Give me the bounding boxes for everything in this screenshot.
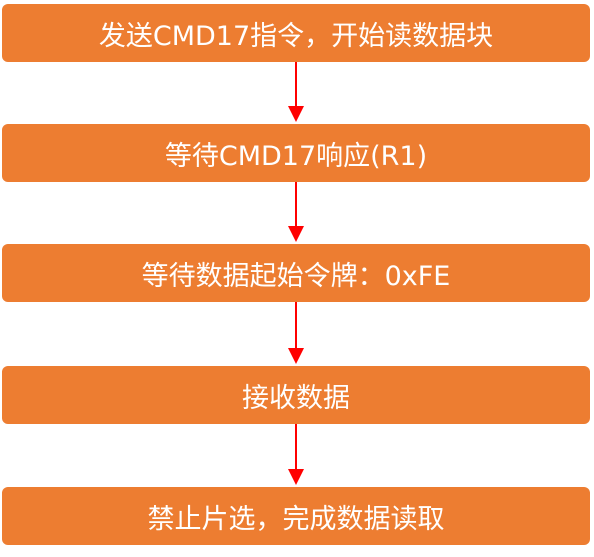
flow-arrow-down — [288, 302, 304, 364]
flow-step-receive-data: 接收数据 — [2, 366, 590, 424]
flow-step-label: 接收数据 — [242, 382, 350, 414]
flow-step-label: 发送CMD17指令，开始读数据块 — [98, 20, 494, 52]
flow-arrow-down — [288, 424, 304, 485]
flow-step-label: 等待数据起始令牌：0xFE — [141, 260, 451, 292]
flow-step-label: 等待CMD17响应(R1) — [164, 140, 428, 172]
flow-step-label: 禁止片选，完成数据读取 — [147, 503, 445, 535]
flow-step-wait-response: 等待CMD17响应(R1) — [2, 124, 590, 182]
flow-step-wait-start-token: 等待数据起始令牌：0xFE — [2, 244, 590, 302]
flow-arrow-down — [288, 182, 304, 242]
flow-arrow-down — [288, 62, 304, 122]
flow-step-deselect-finish: 禁止片选，完成数据读取 — [2, 487, 590, 545]
flow-step-send-cmd17: 发送CMD17指令，开始读数据块 — [2, 4, 590, 62]
